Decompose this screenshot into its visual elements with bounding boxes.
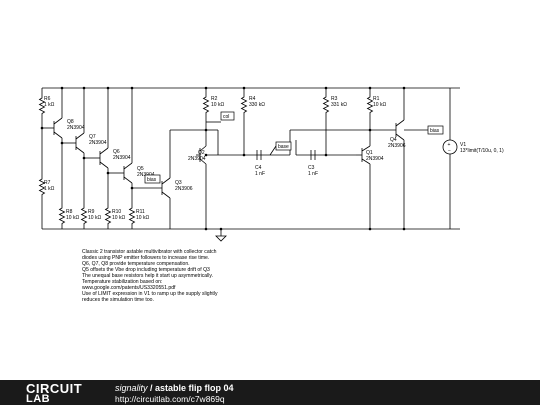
c3-value: 1 nF — [308, 171, 318, 177]
author-name[interactable]: signality — [115, 383, 148, 393]
net-label-base: base — [269, 141, 292, 156]
base-text: base — [278, 144, 289, 150]
r3-value: 331 kΩ — [331, 102, 347, 108]
r7-name: R7 — [44, 180, 51, 186]
resistor-r1[interactable]: R1 10 kΩ — [367, 88, 387, 130]
r1-name: R1 — [373, 96, 380, 102]
footer-bar: CIRCUIT LAB signality / astable flip flo… — [0, 380, 540, 405]
bias-right-text: bias — [430, 128, 440, 134]
r3-name: R3 — [331, 96, 338, 102]
c4-value: 1 nF — [255, 171, 265, 177]
transistor-q6[interactable]: Q6 2N3904 — [84, 88, 131, 173]
capacitor-c4[interactable]: C4 1 nF — [255, 150, 265, 177]
resistor-r4[interactable]: R4 330 kΩ — [241, 88, 266, 150]
title-separator: / — [147, 383, 156, 393]
r1-value: 10 kΩ — [373, 102, 386, 108]
description-line: reduces the simulation time too. — [82, 297, 154, 303]
circuitlab-logo[interactable]: CIRCUIT LAB — [26, 381, 83, 405]
q4-name: Q4 — [390, 137, 397, 143]
r9-name: R9 — [88, 209, 95, 215]
net-label-bias-left: bias — [144, 174, 161, 184]
r9-value: 10 kΩ — [88, 215, 101, 221]
q1-name: Q1 — [366, 150, 373, 156]
r10-name: R10 — [112, 209, 121, 215]
r11-value: 10 kΩ — [136, 215, 149, 221]
c4-name: C4 — [255, 165, 262, 171]
q2-name: Q2 — [198, 150, 205, 156]
resistor-r8[interactable]: R8 10 kΩ — [59, 143, 80, 229]
q8-name: Q8 — [67, 119, 74, 125]
r2-value: 10 kΩ — [211, 102, 224, 108]
q7-model: 2N3904 — [89, 140, 107, 146]
q4-model: 2N3906 — [388, 143, 406, 149]
net-label-bias-right: bias — [404, 125, 444, 135]
circuit-title: signality / astable flip flop 04 — [115, 383, 234, 393]
svg-text:+: + — [448, 142, 451, 148]
r2-name: R2 — [211, 96, 218, 102]
description-line: www.google.com/patents/US3320551.pdf — [82, 285, 176, 291]
transistor-q4[interactable]: Q4 2N3906 — [388, 88, 406, 229]
capacitor-c3[interactable]: C3 1 nF — [308, 150, 318, 177]
q1-model: 2N3904 — [366, 156, 384, 162]
r8-name: R8 — [66, 209, 73, 215]
col-text: col — [223, 114, 229, 120]
v1-value: 13*limit(T/10u, 0, 1) — [460, 148, 504, 154]
q6-model: 2N3904 — [113, 155, 131, 161]
transistor-q1[interactable]: Q1 2N3904 — [356, 130, 384, 229]
c3-name: C3 — [308, 165, 315, 171]
description-line: diodes using PNP emitter followers to in… — [82, 255, 210, 261]
net-label-col: col — [206, 111, 235, 123]
r10-value: 10 kΩ — [112, 215, 125, 221]
circuit-url[interactable]: http://circuitlab.com/c7w869q — [115, 394, 225, 404]
v1-name: V1 — [460, 142, 466, 148]
description-line: Q5 offsets the Vbe drop including temper… — [82, 267, 210, 273]
transistor-q5[interactable]: Q5 2N3904 — [108, 88, 155, 188]
circuit-name: astable flip flop 04 — [155, 383, 234, 393]
q3-name: Q3 — [175, 180, 182, 186]
r8-value: 10 kΩ — [66, 215, 79, 221]
r4-name: R4 — [249, 96, 256, 102]
transistor-q2[interactable]: Q2 2N3904 — [188, 130, 207, 229]
svg-text:−: − — [448, 148, 451, 154]
q8-model: 2N3904 — [67, 125, 85, 131]
description-line: Q6, Q7, Q8 provide temperature compensat… — [82, 261, 190, 267]
schematic-canvas: R6 1 kΩ R7 1 kΩ Q8 2N3904 Q7 2N3904 — [39, 86, 504, 242]
transistor-q7[interactable]: Q7 2N3904 — [62, 88, 107, 158]
q7-name: Q7 — [89, 134, 96, 140]
r7-value: 1 kΩ — [44, 186, 55, 192]
resistor-r6[interactable]: R6 1 kΩ — [39, 88, 55, 175]
resistor-r7[interactable]: R7 1 kΩ — [39, 174, 55, 229]
resistor-r10[interactable]: R10 10 kΩ — [105, 173, 126, 229]
voltage-source-v1[interactable]: + − V1 13*limit(T/10u, 0, 1) — [442, 88, 504, 229]
q6-name: Q6 — [113, 149, 120, 155]
logo-line-2: LAB — [26, 393, 51, 405]
logo-line-1: CIRCUIT — [26, 381, 83, 396]
description-line: Temperature stabilization based on: — [82, 279, 163, 285]
cross-coupling-wires — [206, 129, 360, 156]
description-line: The unequal base resistors help it start… — [82, 273, 213, 279]
q5-name: Q5 — [137, 166, 144, 172]
junction-dots — [40, 86, 406, 231]
bias-left-text: bias — [147, 177, 157, 183]
r11-name: R11 — [136, 209, 145, 215]
description-line: Use of LIMIT expression in V1 to ramp up… — [82, 291, 218, 297]
resistor-r3[interactable]: R3 331 kΩ — [323, 88, 348, 155]
resistor-r11[interactable]: R11 10 kΩ — [129, 188, 150, 229]
r6-name: R6 — [44, 96, 51, 102]
transistor-q3[interactable]: Q3 2N3906 — [132, 130, 193, 229]
description-line: Classic 2 transistor astable multivibrat… — [82, 249, 217, 255]
circuit-description: Classic 2 transistor astable multivibrat… — [82, 249, 282, 303]
resistor-r9[interactable]: R9 10 kΩ — [81, 158, 102, 229]
resistor-r2[interactable]: R2 10 kΩ — [203, 88, 225, 130]
ground-symbol — [215, 229, 227, 242]
r4-value: 330 kΩ — [249, 102, 265, 108]
q3-model: 2N3906 — [175, 186, 193, 192]
r6-value: 1 kΩ — [44, 102, 55, 108]
q2-model: 2N3904 — [188, 156, 206, 162]
